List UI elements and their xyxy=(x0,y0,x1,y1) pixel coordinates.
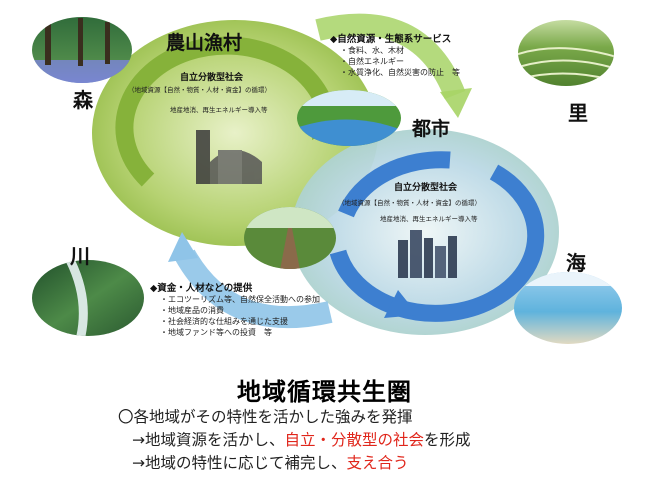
label-river: 川 xyxy=(70,244,90,268)
rural-society: 自立分散型社会 xyxy=(180,73,244,83)
rural-cycle: （地域資源【自然・物質・人材・資金】の循環） xyxy=(128,86,271,94)
sea-photo xyxy=(514,272,622,344)
footer-line-2-post: を形成 xyxy=(424,431,471,449)
services-heading: ◆自然資源・生態系サービス xyxy=(330,34,452,45)
support-heading: ◆資金・人材などの提供 xyxy=(150,283,253,294)
rural-note: 地産地消、再生エネルギー導入等 xyxy=(170,106,268,114)
landscape-photo xyxy=(297,90,401,146)
urban-cycle-arrow xyxy=(329,164,545,322)
footer-line-3-pre: →地域の特性に応じて補完し、 xyxy=(132,454,347,472)
river-photo xyxy=(32,260,144,336)
service-flow-arrow xyxy=(315,13,466,100)
rural-cycle-arrow xyxy=(115,36,337,187)
forest-photo xyxy=(32,17,132,83)
label-forest: 森 xyxy=(73,88,93,112)
urban-note: 地産地消、再生エネルギー導入等 xyxy=(380,215,478,223)
support-flow-arrow xyxy=(175,249,333,329)
services-list: ◆自然資源・生態系サービス ・食料、水、木材 ・自然エネルギー ・水質浄化、自然… xyxy=(330,31,460,78)
railway-photo xyxy=(244,207,336,269)
support-item: ・地域産品の消費 xyxy=(160,306,224,315)
label-sea: 海 xyxy=(566,251,586,275)
footer-line-3: →地域の特性に応じて補完し、支え合う xyxy=(132,451,409,473)
services-item: ・水質浄化、自然災害の防止 等 xyxy=(340,68,460,77)
support-item: ・社会経済的な仕組みを通じた支援 xyxy=(160,317,288,326)
urban-title: 都市 xyxy=(412,118,451,140)
urban-society: 自立分散型社会 xyxy=(394,183,458,193)
services-item: ・食料、水、木材 xyxy=(340,46,404,55)
rural-title: 農山漁村 xyxy=(166,32,243,54)
support-item: ・エコツーリズム等、自然保全活動への参加 xyxy=(160,295,320,304)
factory-illustration xyxy=(196,130,262,184)
support-item: ・地域ファンド等への投資 等 xyxy=(160,328,272,337)
city-skyline xyxy=(398,230,457,278)
footer-line-3-red: 支え合う xyxy=(346,454,409,472)
rice-terrace-photo xyxy=(518,20,614,86)
footer-line-1: 〇各地域がその特性を活かした強みを発揮 xyxy=(118,408,413,426)
urban-cycle: （地域資源【自然・物質・人材・資金】の循環） xyxy=(338,199,481,207)
footer-title: 地域循環共生圏 xyxy=(237,378,412,406)
footer-line-2-pre: →地域資源を活かし、 xyxy=(132,431,285,449)
footer-line-2-red: 自立・分散型の社会 xyxy=(284,431,425,449)
support-list: ◆資金・人材などの提供 ・エコツーリズム等、自然保全活動への参加 ・地域産品の消… xyxy=(150,280,320,338)
footer-line-2: →地域資源を活かし、自立・分散型の社会を形成 xyxy=(132,428,471,450)
services-item: ・自然エネルギー xyxy=(340,57,404,66)
label-village: 里 xyxy=(568,101,588,125)
